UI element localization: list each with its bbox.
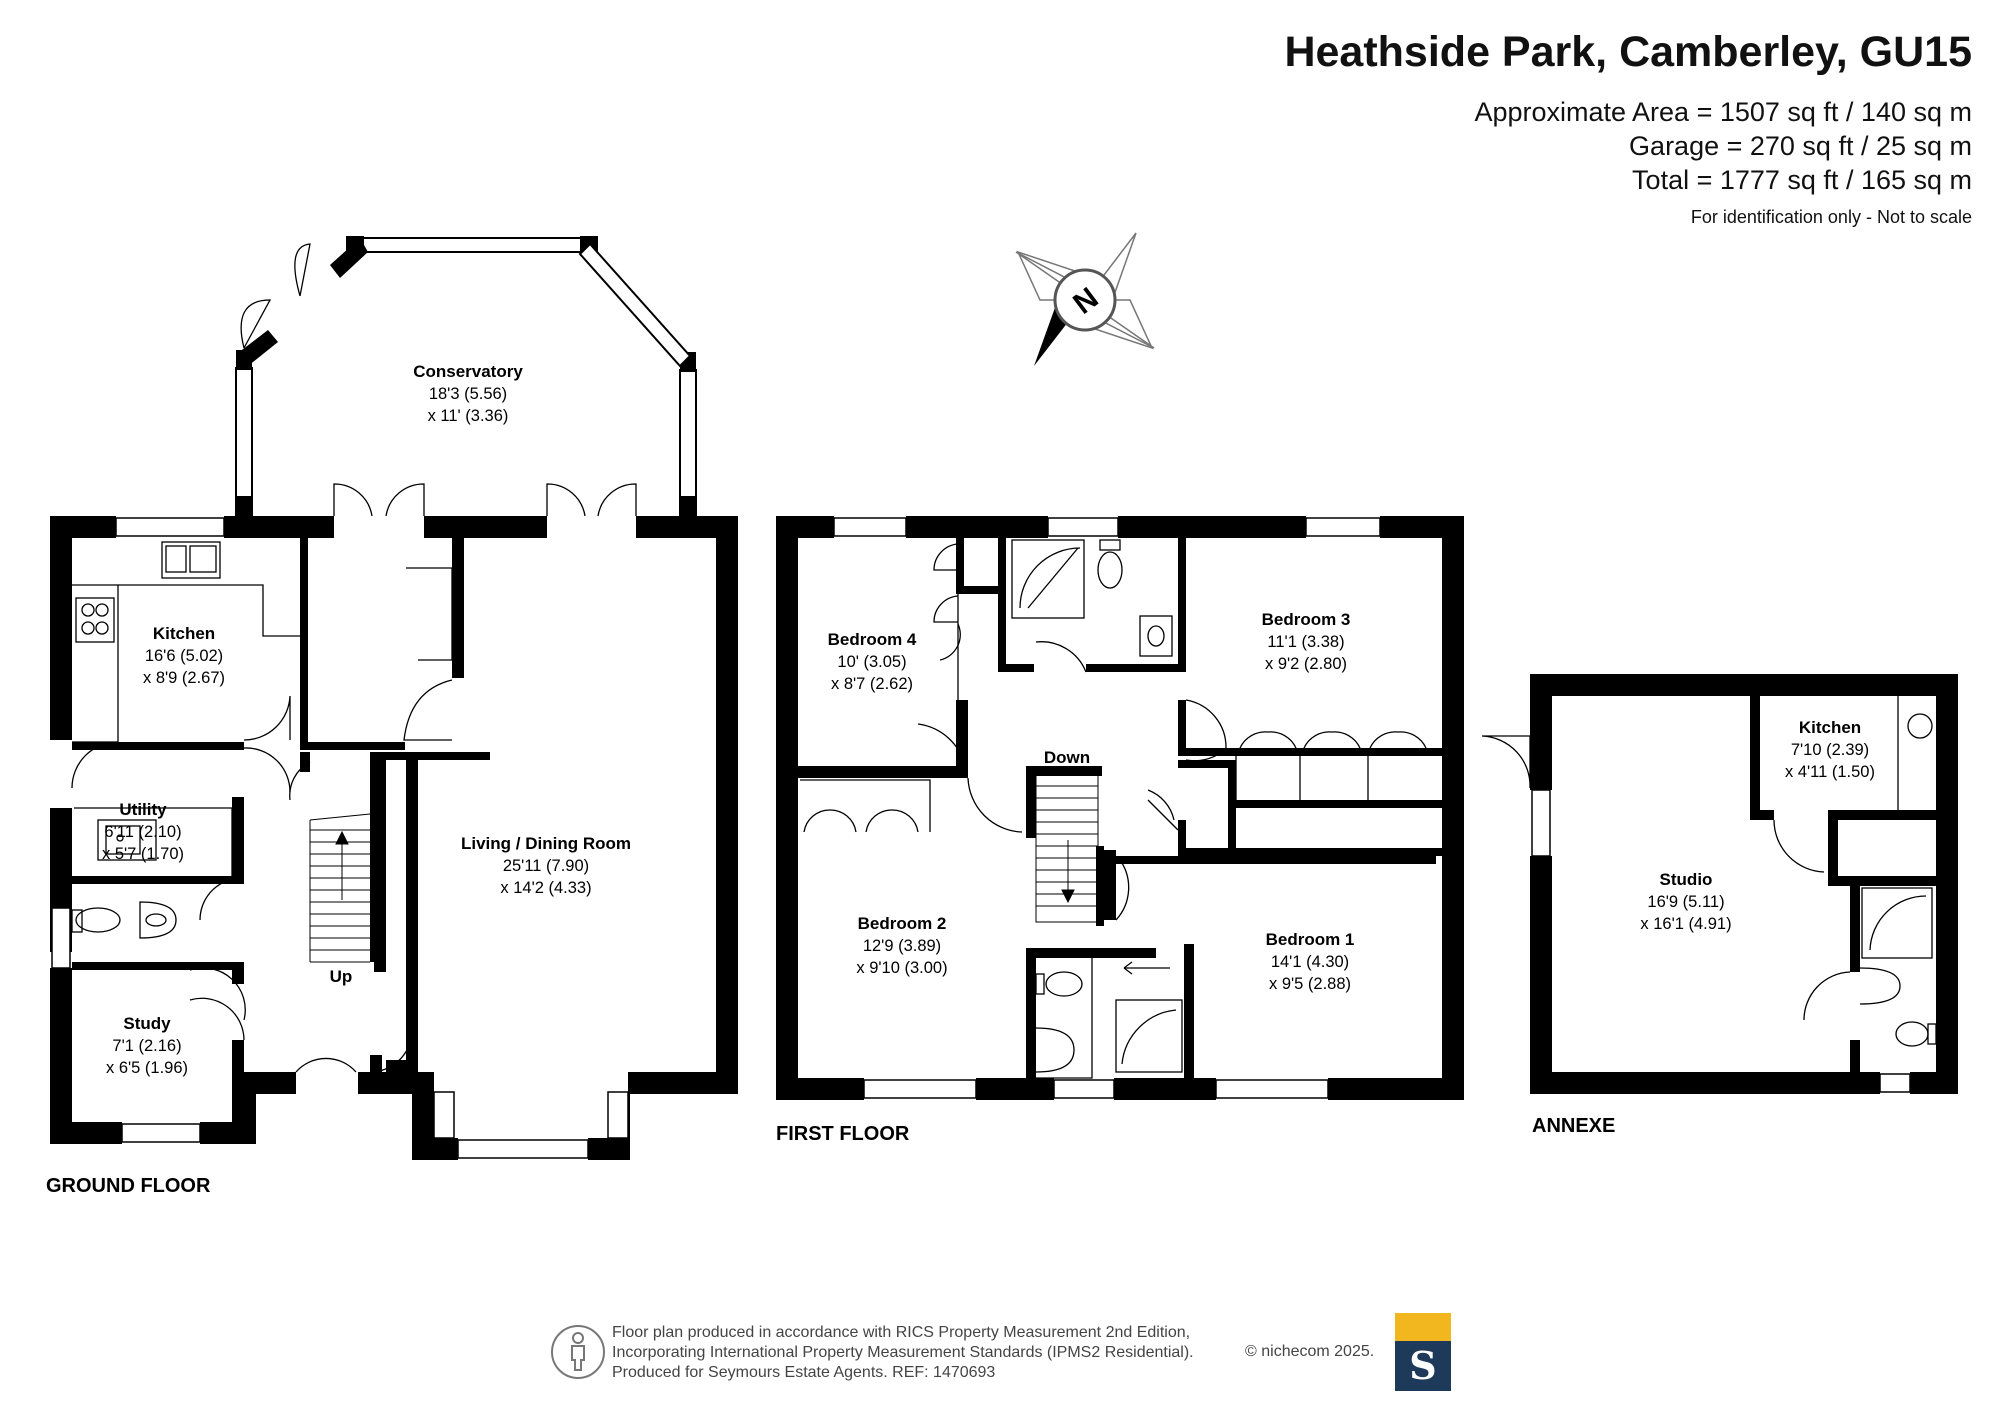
ground-floor-label: GROUND FLOOR (46, 1175, 211, 1197)
room-dimension: x 11' (3.36) (428, 407, 509, 425)
stairs-down-label: Down (1044, 748, 1090, 767)
room-dimension: 16'6 (5.02) (145, 647, 223, 665)
annexe-walls (1530, 674, 1958, 1094)
utility-fittings (71, 807, 233, 939)
room-name: Living / Dining Room (461, 834, 631, 853)
room-dimension: 16'9 (5.11) (1647, 893, 1724, 911)
footer-notes: Floor plan produced in accordance with R… (612, 1323, 1194, 1383)
room-bedroom-4: Bedroom 4 10' (3.05) x 8'7 (2.62) (828, 630, 917, 693)
measurement-person-icon (551, 1325, 605, 1379)
logo-gold-band (1395, 1313, 1451, 1341)
conservatory-walls (235, 236, 697, 517)
room-dimension: x 9'2 (2.80) (1265, 655, 1347, 673)
footer-line-1: Floor plan produced in accordance with R… (612, 1324, 1191, 1341)
room-bedroom-2: Bedroom 2 12'9 (3.89) x 9'10 (3.00) (856, 914, 947, 977)
room-dimension: x 6'5 (1.96) (106, 1059, 188, 1077)
room-annexe-kitchen: Kitchen 7'10 (2.39) x 4'11 (1.50) (1785, 718, 1875, 781)
room-bedroom-1: Bedroom 1 14'1 (4.30) x 9'5 (2.88) (1266, 930, 1355, 993)
room-studio: Studio 16'9 (5.11) x 16'1 (4.91) (1640, 870, 1731, 933)
room-dimension: x 8'7 (2.62) (831, 675, 913, 693)
room-dimension: 7'1 (2.16) (112, 1037, 181, 1055)
first-floor-stairs (1035, 773, 1099, 923)
room-study: Study 7'1 (2.16) x 6'5 (1.96) (106, 1014, 188, 1077)
room-name: Bedroom 4 (828, 630, 917, 649)
room-utility: Utility 6'11 (2.10) x 5'7 (1.70) (102, 800, 184, 863)
first-floor-windows (833, 517, 1381, 1099)
kitchen-fittings (72, 538, 453, 742)
identification-note: For identification only - Not to scale (1690, 207, 1972, 227)
garage-area: Garage = 270 sq ft / 25 sq m (1629, 131, 1972, 161)
room-dimension: x 9'5 (2.88) (1269, 975, 1351, 993)
room-dimension: 11'1 (3.38) (1267, 633, 1344, 651)
ground-floor-stairs (309, 813, 371, 963)
room-bedroom-3: Bedroom 3 11'1 (3.38) x 9'2 (2.80) (1262, 610, 1351, 673)
footer-line-3: Produced for Seymours Estate Agents. REF… (612, 1364, 996, 1381)
compass-icon: N (1015, 232, 1155, 366)
ground-floor-windows (51, 517, 629, 1159)
room-name: Studio (1660, 870, 1713, 889)
footer-line-2: Incorporating International Property Mea… (612, 1344, 1194, 1361)
room-kitchen: Kitchen 16'6 (5.02) x 8'9 (2.67) (143, 624, 225, 687)
room-dimension: x 14'2 (4.33) (500, 879, 591, 897)
annexe-label: ANNEXE (1532, 1115, 1615, 1137)
room-name: Kitchen (1799, 718, 1861, 737)
room-dimension: 12'9 (3.89) (863, 937, 941, 955)
room-name: Bedroom 1 (1266, 930, 1355, 949)
stairs-up-label: Up (330, 967, 353, 986)
room-name: Kitchen (153, 624, 215, 643)
room-dimension: x 8'9 (2.67) (143, 669, 225, 687)
room-living-dining: Living / Dining Room 25'11 (7.90) x 14'2… (461, 834, 631, 897)
total-area: Total = 1777 sq ft / 165 sq m (1632, 165, 1972, 195)
room-dimension: x 16'1 (4.91) (1640, 915, 1731, 933)
copyright: © nichecom 2025. (1245, 1343, 1375, 1360)
logo-letter: S (1395, 1341, 1451, 1391)
room-name: Conservatory (413, 362, 523, 381)
ground-floor-walls (50, 516, 738, 1160)
annexe-windows (1531, 789, 1911, 1093)
room-name: Bedroom 2 (858, 914, 947, 933)
room-dimension: 6'11 (2.10) (104, 823, 181, 841)
first-floor-label: FIRST FLOOR (776, 1123, 910, 1145)
seymours-logo: S (1395, 1313, 1451, 1391)
first-floor-fittings (800, 539, 1434, 1079)
room-dimension: x 9'10 (3.00) (856, 959, 947, 977)
annexe-fittings (1481, 696, 1937, 1047)
room-name: Study (123, 1014, 171, 1033)
property-title: Heathside Park, Camberley, GU15 (1284, 28, 1972, 76)
room-dimension: 10' (3.05) (837, 653, 906, 671)
room-dimension: 7'10 (2.39) (1791, 741, 1869, 759)
ground-floor-doors (71, 695, 413, 1073)
room-dimension: 25'11 (7.90) (503, 857, 589, 875)
room-name: Utility (119, 800, 167, 819)
room-dimension: x 5'7 (1.70) (102, 845, 184, 863)
first-floor-walls (776, 516, 1464, 1100)
room-conservatory: Conservatory 18'3 (5.56) x 11' (3.36) (413, 362, 523, 425)
room-dimension: 14'1 (4.30) (1271, 953, 1349, 971)
approximate-area: Approximate Area = 1507 sq ft / 140 sq m (1474, 97, 1972, 127)
room-name: Bedroom 3 (1262, 610, 1351, 629)
room-dimension: x 4'11 (1.50) (1785, 763, 1875, 781)
room-dimension: 18'3 (5.56) (429, 385, 507, 403)
